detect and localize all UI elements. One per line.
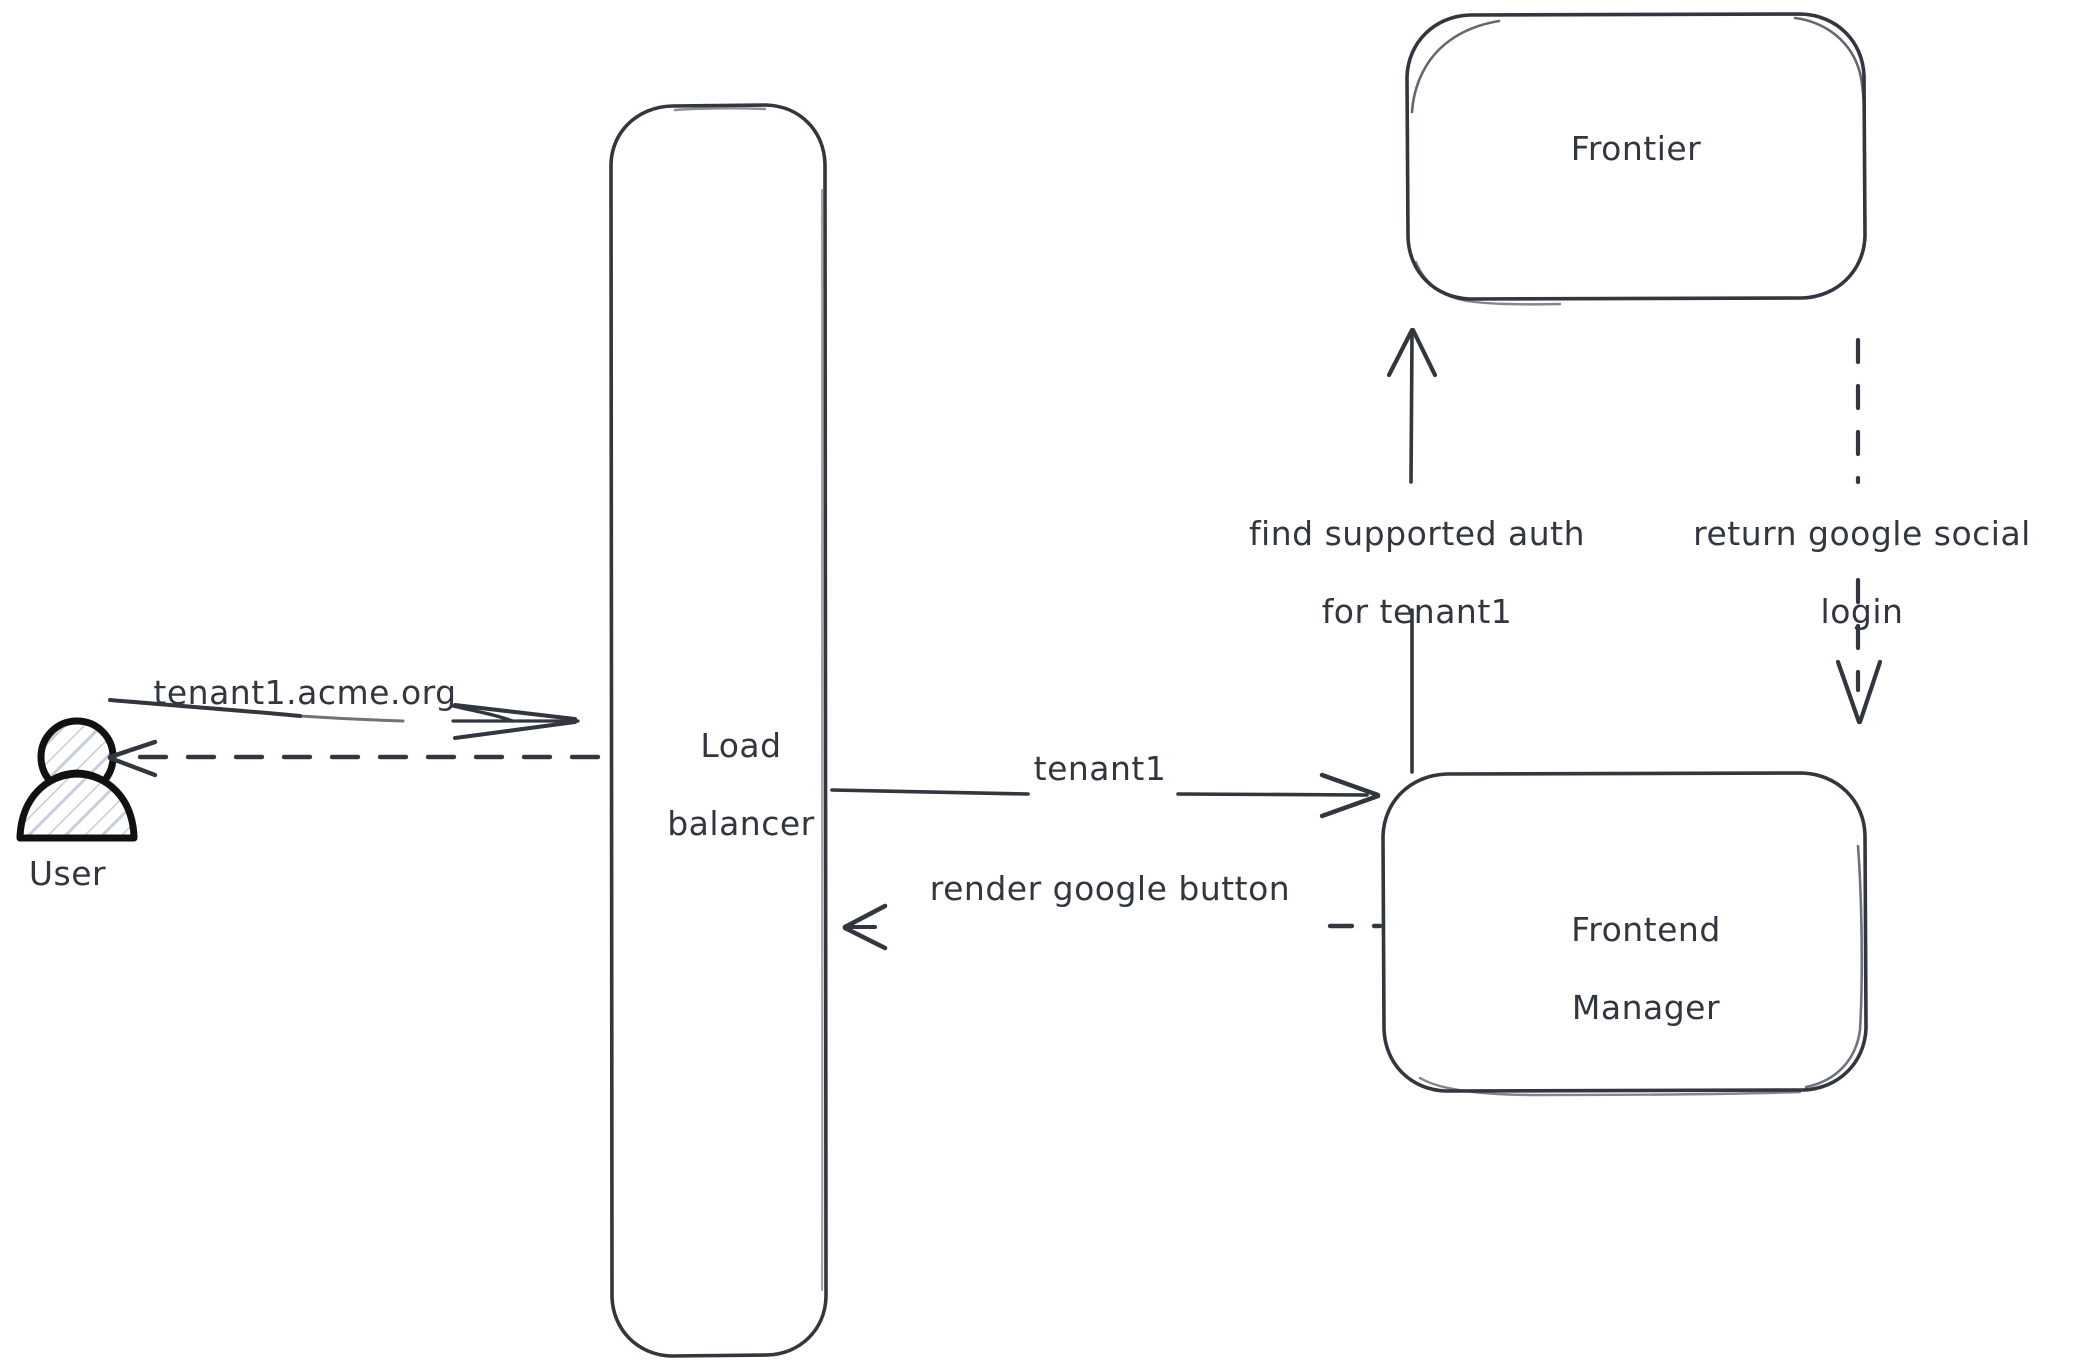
user-actor-icon xyxy=(16,717,138,842)
edge-load-balancer-to-user xyxy=(107,739,603,778)
node-load-balancer-shape[interactable] xyxy=(609,103,828,1358)
node-frontier-shape[interactable] xyxy=(1405,12,1867,306)
edge-frontier-to-frontend-manager xyxy=(1835,337,1883,725)
edge-user-to-load-balancer xyxy=(108,698,580,740)
edge-frontend-manager-to-load-balancer xyxy=(842,903,1383,951)
node-frontend-manager-shape[interactable] xyxy=(1381,771,1868,1097)
edge-load-balancer-to-frontend-manager xyxy=(830,772,1381,819)
edge-frontend-manager-to-frontier xyxy=(1386,327,1438,774)
